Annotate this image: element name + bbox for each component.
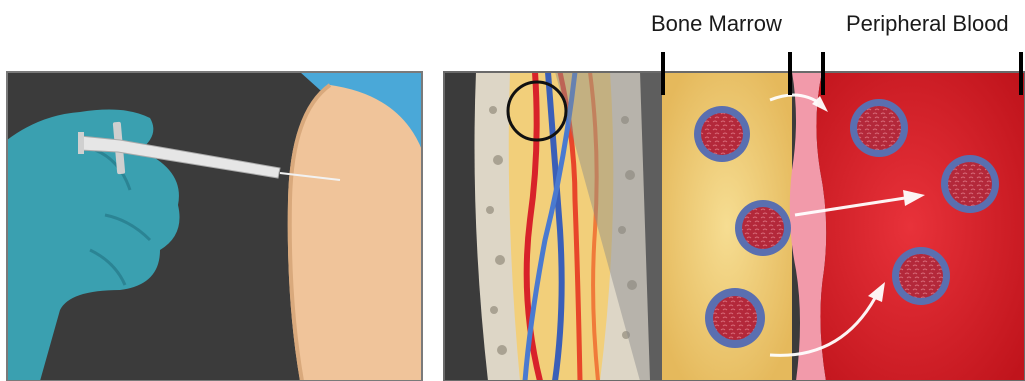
stem-cell	[892, 247, 950, 305]
peripheral-blood-region	[816, 72, 1025, 381]
mobilization-panel	[444, 72, 1025, 381]
patient-arm	[288, 85, 422, 381]
stem-cell	[735, 200, 791, 256]
stem-cell	[694, 106, 750, 162]
injection-panel	[7, 72, 422, 381]
stem-cell	[850, 99, 908, 157]
stem-cell	[705, 288, 765, 348]
bone-marrow-label: Bone Marrow	[651, 11, 782, 36]
peripheral-blood-label: Peripheral Blood	[846, 11, 1009, 36]
stem-cell	[941, 155, 999, 213]
